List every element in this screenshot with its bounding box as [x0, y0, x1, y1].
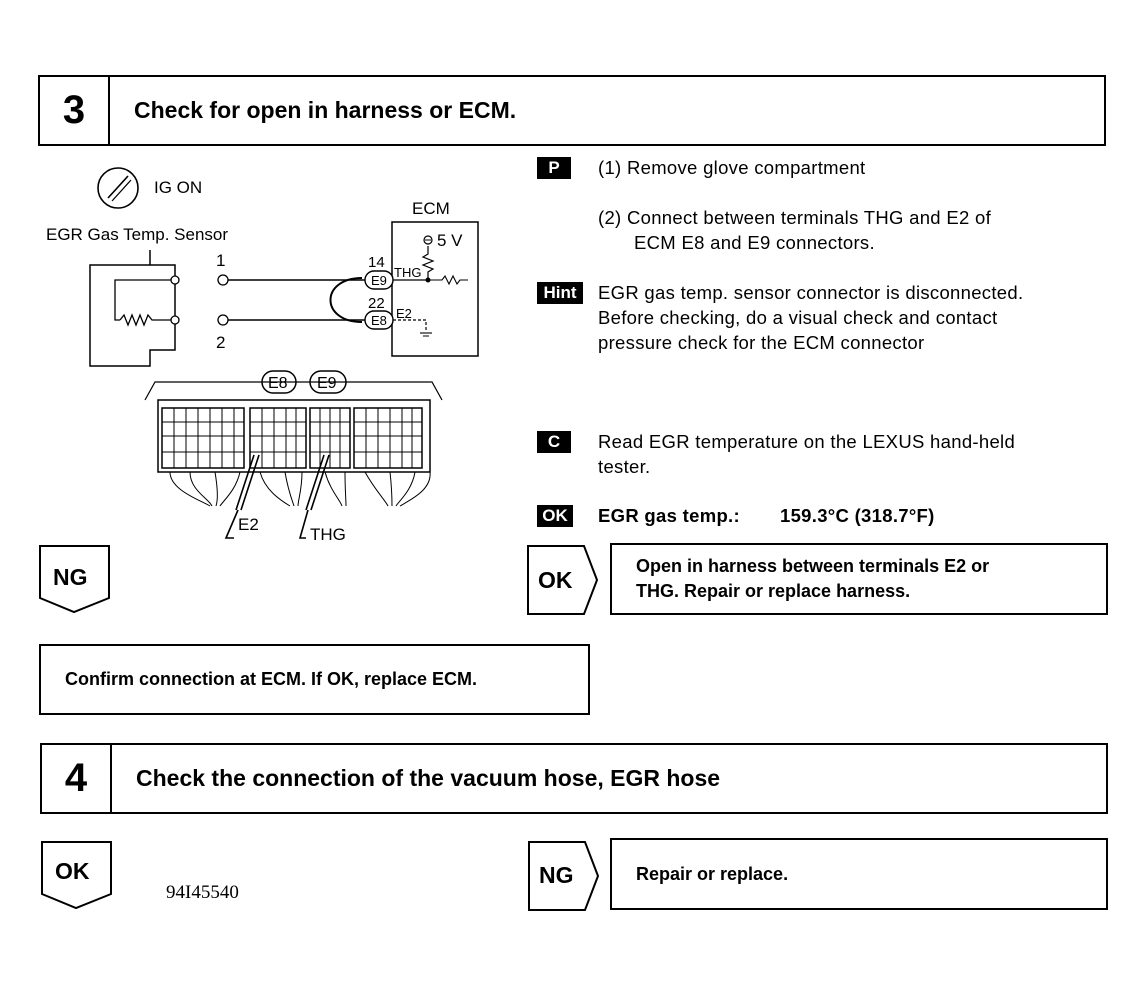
ng-label-step-4: NG: [539, 862, 574, 888]
connector-e9-tag: E9: [371, 273, 387, 288]
ecm-connector-drawing: [144, 381, 443, 539]
pin-1-label: 1: [216, 251, 225, 270]
ok-criteria-value: 159.3°C (318.7°F): [780, 505, 935, 526]
voltage-label: 5 V: [437, 231, 463, 250]
figure-id: 94I45540: [166, 882, 239, 903]
ng-label: NG: [53, 564, 88, 590]
step-4-header: 4 Check the connection of the vacuum hos…: [40, 743, 1108, 814]
egr-sensor-symbol: [89, 250, 180, 367]
ok-label: OK: [538, 567, 573, 593]
ok-result-tag-step-4: [41, 841, 112, 910]
c-badge: C: [537, 431, 571, 453]
ok-result-tag: [527, 545, 599, 615]
probe-thg-label: THG: [310, 525, 346, 544]
terminal-22-label: 22: [368, 295, 385, 312]
hint-line-3: pressure check for the ECM connector: [598, 332, 925, 353]
ng-action-text-step-4: Repair or replace.: [636, 863, 789, 884]
pin-2-label: 2: [216, 333, 225, 352]
ng-action-box: Confirm connection at ECM. If OK, replac…: [39, 644, 590, 715]
ok-badge: OK: [537, 505, 573, 527]
connector-e8-label: E8: [268, 375, 288, 392]
step-number: 3: [40, 77, 110, 144]
ok-action-box: Open in harness between terminals E2 or …: [610, 543, 1108, 615]
ok-action-line-1: Open in harness between terminals E2 or: [636, 556, 990, 576]
step-title: Check the connection of the vacuum hose,…: [136, 765, 721, 791]
hint-badge: Hint: [537, 282, 583, 304]
ig-on-label: IG ON: [154, 178, 202, 197]
hint-line-1: EGR gas temp. sensor connector is discon…: [598, 282, 1024, 303]
procedure-step-2-line-2: ECM E8 and E9 connectors.: [634, 232, 875, 253]
ok-criteria-label: EGR gas temp.:: [598, 505, 740, 526]
hint-line-2: Before checking, do a visual check and c…: [598, 307, 998, 328]
ok-action-line-2: THG. Repair or replace harness.: [636, 581, 911, 601]
p-badge: P: [537, 157, 571, 179]
ng-result-tag: [39, 545, 110, 614]
ng-action-box-step-4: Repair or replace.: [610, 838, 1108, 910]
wiring-diagram: IG ON EGR Gas Temp. Sensor 1 2 ECM 5 V 1…: [46, 167, 479, 544]
terminal-14-label: 14: [368, 254, 385, 271]
ecm-label: ECM: [412, 199, 450, 218]
connector-e8-tag: E8: [371, 313, 387, 328]
check-line-2: tester.: [598, 456, 651, 477]
e2-terminal-label: E2: [396, 306, 412, 321]
step-title: Check for open in harness or ECM.: [134, 97, 517, 123]
ng-result-tag-step-4: [528, 841, 600, 911]
step-3-header: 3 Check for open in harness or ECM.: [38, 75, 1106, 146]
procedure-step-2-line-1: (2) Connect between terminals THG and E2…: [598, 207, 992, 228]
ng-action-text: Confirm connection at ECM. If OK, replac…: [65, 669, 478, 689]
connector-e9-label: E9: [317, 375, 337, 392]
check-line-1: Read EGR temperature on the LEXUS hand-h…: [598, 431, 1016, 452]
thg-terminal-label: THG: [394, 265, 421, 280]
probe-e2-label: E2: [238, 515, 259, 534]
ignition-switch-icon: [97, 167, 139, 209]
sensor-label: EGR Gas Temp. Sensor: [46, 225, 228, 244]
step-number: 4: [42, 745, 112, 812]
procedure-step-1: (1) Remove glove compartment: [598, 157, 866, 178]
ok-label-step-4: OK: [55, 858, 90, 884]
